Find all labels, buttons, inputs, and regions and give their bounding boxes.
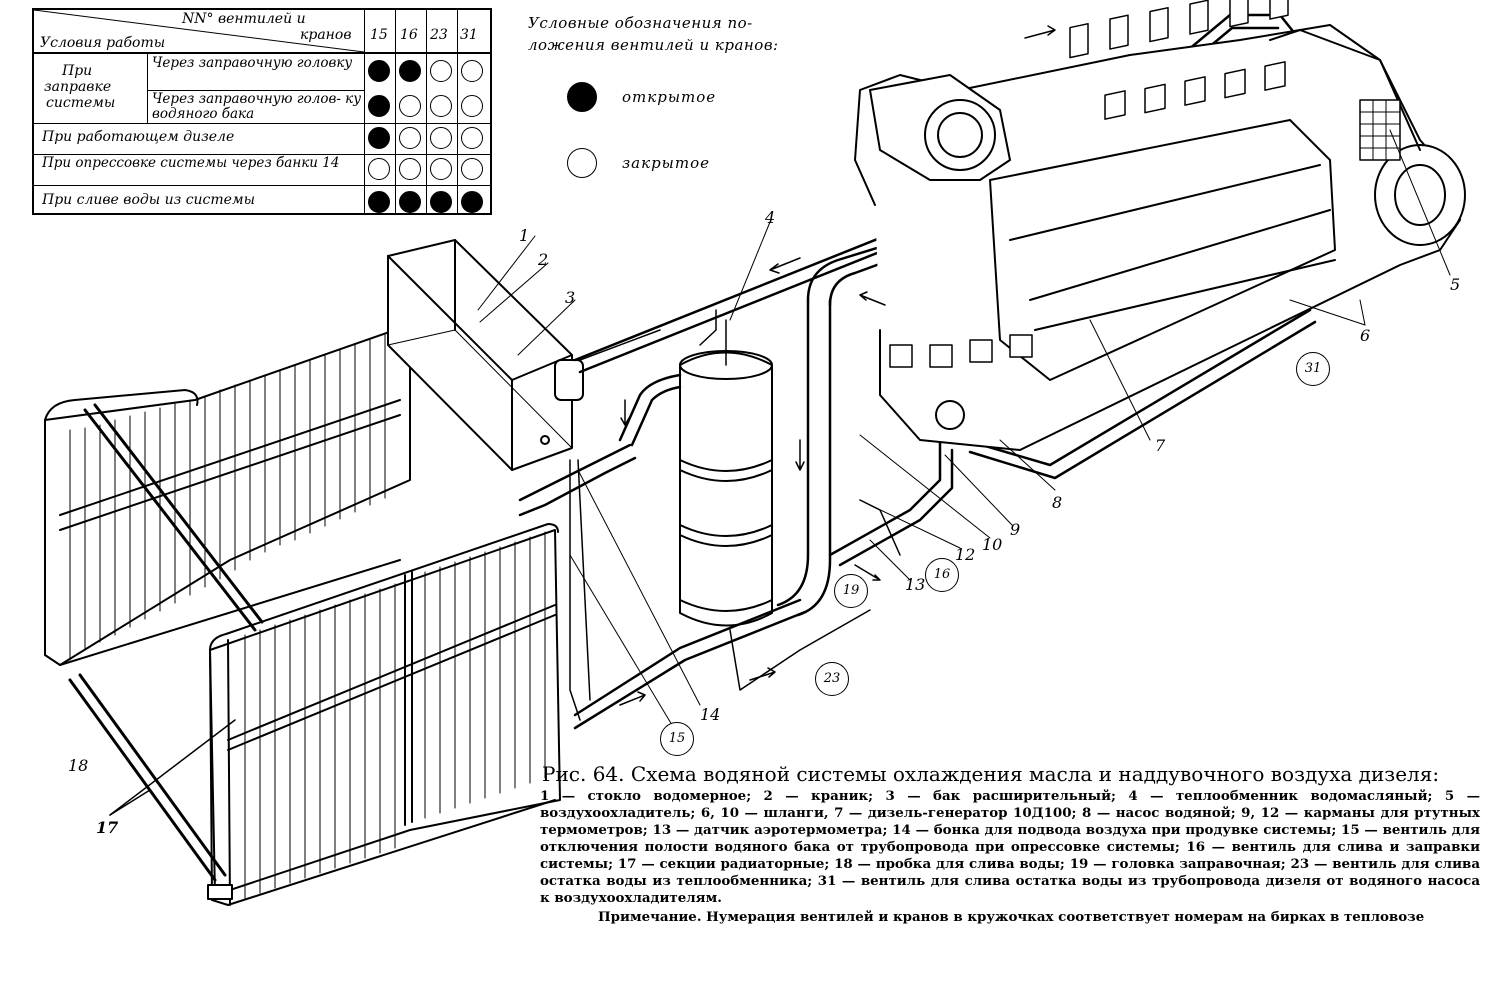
diesel-generator [854,0,1466,451]
legend-title: Условные обозначения по- ложения вентиле… [528,14,779,54]
expansion-tank [387,239,584,471]
label-4: 4 [765,208,776,227]
valve-state-dot [461,127,483,149]
radiator-section-left [44,329,411,666]
legend-closed-dot [567,148,597,178]
group-label-line-2: заправке [44,79,112,95]
valve-state-dot [368,191,390,213]
tag-15: 15 [660,722,694,756]
table-header-top: NN° вентилей и [182,11,306,27]
leader-lines [477,129,1451,731]
valve-state-dot [368,127,390,149]
valve-state-dot [399,60,421,82]
valve-number-23: 23 [430,27,448,43]
label-2: 2 [538,250,549,269]
valve-state-dot [368,60,390,82]
drain-pipes [68,403,264,882]
label-6: 6 [1360,326,1371,345]
caption-note: Примечание. Нумерация вентилей и кранов … [598,909,1425,925]
label-14: 14 [700,705,721,724]
header-diagonal [34,10,364,52]
valve-state-dot [368,158,390,180]
tag-23: 23 [815,662,849,696]
valve-state-dot [430,60,452,82]
label-12: 12 [955,545,976,564]
valve-number-31: 31 [460,27,478,43]
label-18: 18 [68,756,89,775]
label-9: 9 [1010,520,1021,539]
valve-number-15: 15 [370,27,388,43]
label-8: 8 [1052,493,1063,512]
label-5: 5 [1450,275,1461,294]
table-header-left: Условия работы [40,35,166,51]
tag-16: 16 [925,558,959,592]
tag-31: 31 [1296,352,1330,386]
heat-exchanger [679,319,773,627]
caption-title: Рис. 64. Схема водяной системы охлаждени… [542,762,1440,786]
valve-state-dot [399,158,421,180]
valve-state-dot [430,95,452,117]
label-1: 1 [519,226,530,245]
valve-state-dot [430,127,452,149]
valve-state-dot [399,191,421,213]
valve-state-dot [399,127,421,149]
valve-position-table: NN° вентилей и кранов Условия работы 15 … [32,8,492,215]
row-condition-5: При сливе воды из системы [42,192,255,208]
row-condition-3: При работающем дизеле [42,129,235,145]
group-label-line-3: системы [46,95,116,111]
valve-state-dot [461,191,483,213]
valve-state-dot [430,191,452,213]
label-10: 10 [982,535,1003,554]
valve-state-dot [399,95,421,117]
legend-open-label: открытое [622,88,717,106]
table-header-right: кранов [300,27,352,43]
valve-state-dot [368,95,390,117]
valve-state-dot [461,158,483,180]
legend-closed-label: закрытое [622,154,711,172]
caption-legend-text: 1 — стокло водомерное; 2 — краник; 3 — б… [540,788,1480,906]
row-condition-4: При опрессовке системы через банки 14 [42,155,340,171]
flow-arrows [619,25,1056,706]
tag-19: 19 [834,574,868,608]
row-condition-1: Через заправочную головку [152,55,353,71]
valve-number-16: 16 [400,27,418,43]
figure-caption: Рис. 64. Схема водяной системы охлаждени… [540,762,1480,926]
radiator-section-front [207,523,561,906]
label-7: 7 [1155,436,1166,455]
valve-state-dot [430,158,452,180]
label-3: 3 [565,288,576,307]
label-17: 17 [96,818,119,837]
legend-open-dot [567,82,597,112]
valve-state-dot [461,60,483,82]
row-condition-2: Через заправочную голов- ку водяного бак… [152,91,362,122]
valve-state-dot [461,95,483,117]
label-13: 13 [905,575,926,594]
group-label-line-1: При [62,63,93,79]
